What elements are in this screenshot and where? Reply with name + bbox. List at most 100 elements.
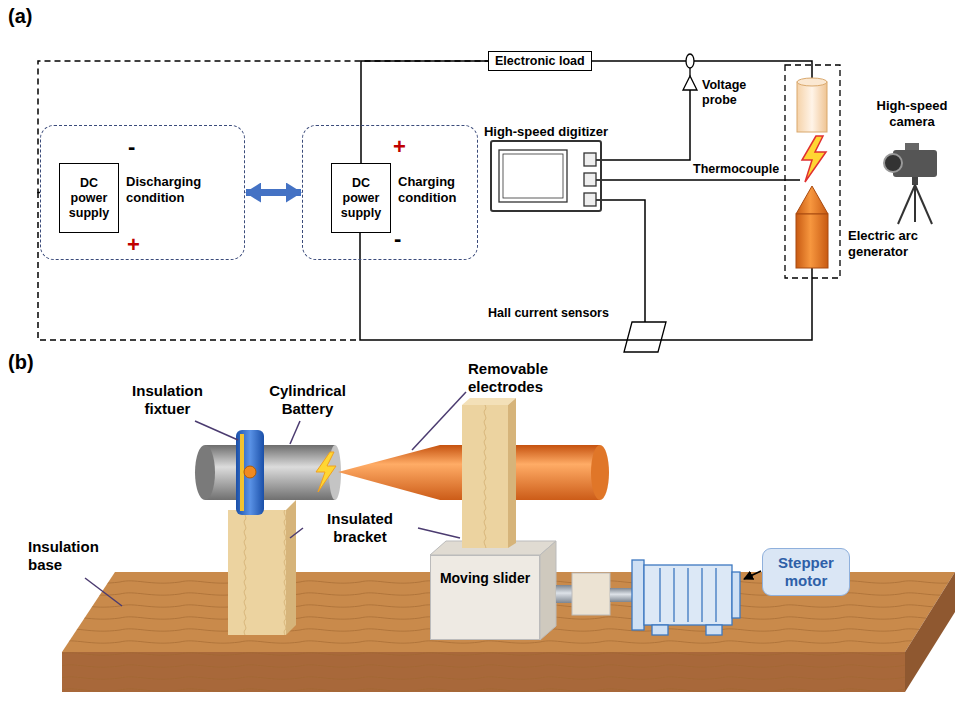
arc-generator-part [797, 82, 827, 132]
insulated-bracket-part [462, 405, 508, 548]
hall-sensor-symbol [624, 322, 666, 352]
digitizer-face [499, 150, 596, 206]
hall-sensor-symbol-part [624, 322, 666, 352]
cylindrical-battery-part [205, 445, 335, 500]
insulated-bracket [228, 500, 296, 635]
camera-icon-part [912, 177, 918, 185]
wires-part [596, 179, 800, 181]
arc-generator-part [785, 65, 840, 278]
load-box: Electronic load [488, 51, 592, 71]
camera-icon-part [898, 185, 915, 224]
arc-generator [785, 65, 840, 278]
stepper-motor-icon-part [644, 565, 732, 625]
insulated-bracket-part [508, 398, 516, 548]
stepper-motor-icon-part [732, 572, 740, 618]
node-text: Stepper motor [769, 554, 843, 590]
part-label: Insulation fixtuer [110, 382, 225, 418]
slider-faces-part [540, 541, 556, 640]
node-text: Discharging condition [126, 174, 241, 206]
leader-lines [85, 392, 761, 606]
insulation-base-part [62, 652, 905, 692]
digitizer-face-part [584, 173, 596, 186]
mode-switch-arrow [246, 189, 301, 196]
part-label: High-speed camera [868, 98, 956, 130]
leader-lines-part [412, 392, 466, 450]
part-label: Hall current sensors [488, 306, 609, 321]
arc-generator-part [796, 186, 828, 214]
stepper-motor-icon-part [701, 568, 702, 622]
drive-train-part [556, 585, 574, 603]
power-supply-box: DC power supply [59, 163, 119, 233]
stepper-motor-icon-part [715, 568, 716, 622]
node-text: DC power supply [62, 176, 116, 221]
camera-icon [884, 143, 937, 224]
digitizer-box: High-speed digitizer [490, 140, 602, 212]
insulation-fixture-part [240, 434, 244, 511]
polarity-sign: - [394, 226, 401, 252]
camera-icon-part [914, 185, 916, 222]
drive-train-part [572, 573, 610, 615]
insulation-fixture-part [244, 466, 256, 478]
voltage-probe-symbol-part [683, 76, 697, 90]
leader-lines-part [290, 421, 300, 444]
insulated-bracket-part [286, 500, 296, 635]
wires-part [596, 200, 645, 322]
arc-generator-part [796, 214, 828, 268]
digitizer-face-part [584, 153, 596, 166]
stepper-motor-icon-part [706, 625, 722, 635]
part-label: Thermocouple [693, 162, 779, 177]
insulated-bracket [462, 398, 516, 548]
insulation-base-part [62, 652, 905, 692]
stepper-motor-icon-part [632, 560, 644, 630]
cylindrical-battery-part [195, 445, 215, 500]
stepper-motor-icon [632, 560, 740, 635]
condition-group: Charging conditionDC power supply [302, 125, 478, 260]
part-label: Voltage probe [702, 78, 772, 108]
camera-icon-part [905, 143, 919, 151]
part-label: Electric arc generator [848, 228, 934, 260]
camera-icon-part [915, 185, 932, 224]
cylindrical-battery [195, 445, 341, 500]
arc-spark-part [316, 452, 336, 492]
leader-lines-part [195, 421, 238, 440]
part-label: Removable electrodes [468, 360, 578, 396]
power-supply-box: DC power supply [331, 163, 391, 233]
insulation-base-part [905, 572, 955, 692]
wires-part [360, 225, 812, 340]
digitizer-face-part [584, 193, 596, 206]
polarity-sign: + [127, 232, 140, 258]
arc-generator-part [797, 78, 827, 86]
leader-lines-part [85, 578, 122, 606]
node-text: Electronic load [495, 53, 585, 69]
insulated-bracket-part [228, 510, 286, 635]
removable-electrode-part [338, 445, 440, 500]
node-text: DC power supply [334, 176, 388, 221]
leader-lines-part [418, 528, 460, 538]
polarity-sign: - [128, 134, 135, 160]
stepper-motor-icon-part [687, 568, 688, 622]
stepper-motor-icon-part [652, 625, 668, 635]
node-text: High-speed digitizer [478, 124, 614, 139]
insulated-bracket-part [462, 405, 508, 548]
leader-lines-part [744, 571, 761, 579]
slider-block: Moving slider [430, 555, 540, 640]
insulation-fixture [236, 430, 264, 515]
arc-generator-part [802, 136, 826, 182]
condition-group: Discharging condition DC power supply [40, 125, 245, 260]
wires-part [596, 90, 690, 160]
part-label: Cylindrical Battery [260, 382, 355, 418]
part-label: Insulated bracket [304, 510, 416, 546]
stepper-motor-icon-part [659, 568, 660, 622]
arc-spark [316, 452, 336, 492]
panel-letter: (a) [8, 4, 32, 28]
insulated-bracket-part [462, 398, 516, 405]
motor-callout: Stepper motor [762, 548, 850, 596]
part-label: Insulation base [28, 538, 108, 574]
drive-train [556, 573, 632, 615]
digitizer-face-part [499, 150, 567, 202]
insulated-bracket-part [228, 510, 286, 635]
slider-faces [430, 541, 556, 640]
stepper-motor-icon-part [673, 568, 674, 622]
voltage-probe-symbol [683, 54, 697, 90]
